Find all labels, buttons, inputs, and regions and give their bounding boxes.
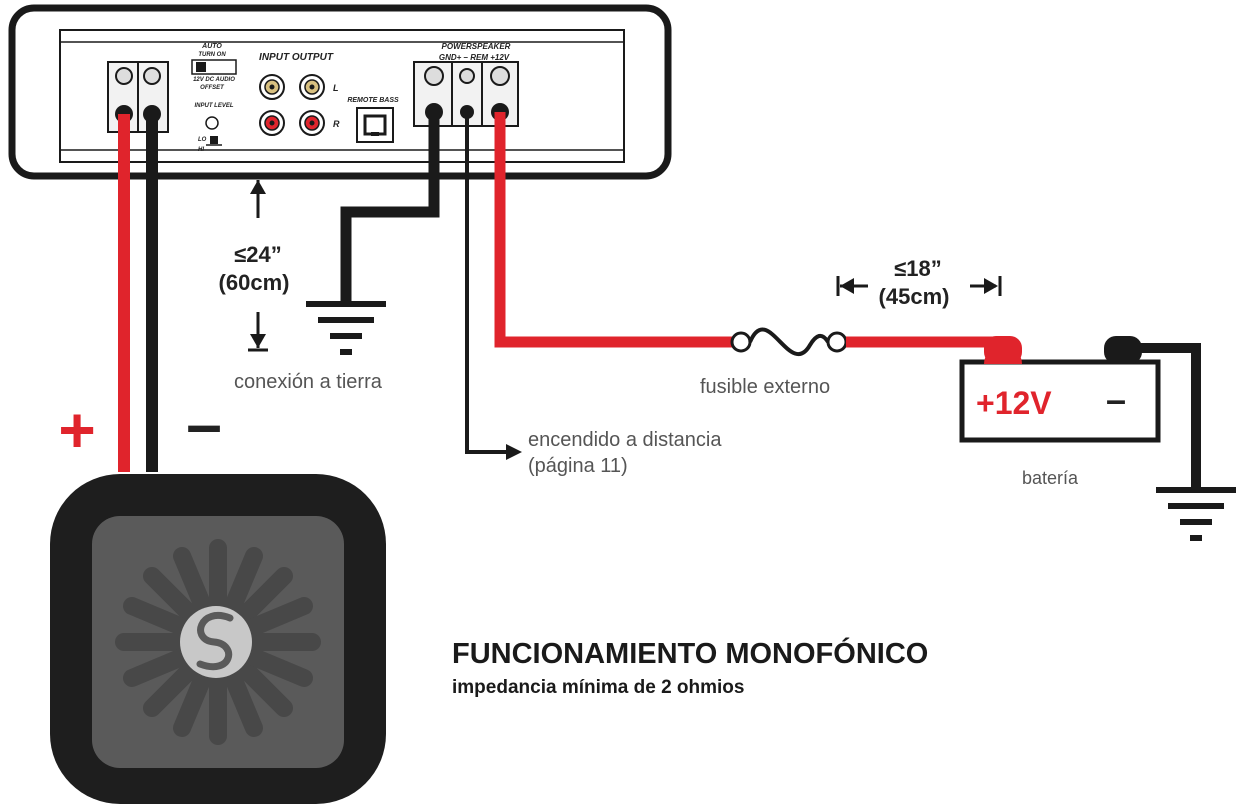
offset-label: OFFSET — [200, 85, 225, 91]
input-level-control: INPUT LEVEL LO HI — [194, 103, 233, 153]
ground-length-label: ≤24” — [234, 242, 282, 267]
auto-label: AUTO — [201, 43, 222, 50]
left-channel-label: L — [333, 83, 339, 93]
battery: +12V – — [959, 336, 1161, 443]
input-level-label: INPUT LEVEL — [194, 103, 233, 109]
remote-arrow — [506, 444, 522, 460]
battery-ground-wire — [1140, 343, 1201, 488]
hi-label: HI — [198, 147, 204, 153]
subwoofer — [50, 474, 386, 804]
auto-turn-on-switch: AUTO TURN ON 12V DC AUDIO OFFSET — [191, 43, 237, 91]
remote-on-label-line2: (página 11) — [528, 455, 628, 477]
external-fuse — [730, 327, 848, 356]
speaker-terminal-block — [107, 61, 169, 133]
caption-title: FUNCIONAMIENTO MONOFÓNICO — [452, 636, 928, 670]
caption-subtitle: impedancia mínima de 2 ohmios — [452, 677, 744, 698]
rca-jacks: INPUT OUTPUT L R — [259, 52, 340, 136]
power-terminals-label: GND+ – REM +12V — [439, 53, 510, 62]
fuse-distance-indicator — [836, 276, 1002, 296]
right-channel-label: R — [333, 119, 340, 129]
power-wire — [494, 112, 738, 348]
logo-icon — [196, 612, 234, 671]
input-output-label: INPUT OUTPUT — [259, 52, 334, 63]
power-label: POWERSPEAKER — [442, 42, 511, 51]
speaker-negative-label: – — [186, 388, 222, 460]
fuse-distance-cm-label: (45cm) — [879, 284, 950, 309]
ground-length-cm-label: (60cm) — [219, 270, 290, 295]
remote-bass-port: REMOTE BASS — [347, 97, 399, 143]
remote-wire — [465, 112, 508, 454]
remote-bass-label: REMOTE BASS — [347, 97, 399, 104]
fuse-distance-label: ≤18” — [894, 256, 942, 281]
external-fuse-label: fusible externo — [700, 376, 830, 398]
ground-wire — [340, 112, 440, 302]
ground-connection-label: conexión a tierra — [234, 371, 383, 393]
ground-length-indicator — [248, 176, 268, 352]
remote-on-label-line1: encendido a distancia — [528, 429, 722, 451]
dc-modes-label: 12V DC AUDIO — [193, 77, 235, 83]
lo-label: LO — [198, 137, 207, 143]
ground-symbol-amp — [306, 301, 386, 355]
turn-on-label: TURN ON — [198, 52, 226, 58]
speaker-positive-label: + — [58, 394, 95, 466]
battery-voltage-label: +12V — [976, 385, 1052, 421]
ground-symbol-battery — [1156, 487, 1236, 541]
amplifier: AUTO TURN ON 12V DC AUDIO OFFSET INPUT L… — [8, 4, 672, 180]
battery-negative-label: – — [1106, 379, 1126, 420]
battery-label: batería — [1022, 468, 1079, 488]
